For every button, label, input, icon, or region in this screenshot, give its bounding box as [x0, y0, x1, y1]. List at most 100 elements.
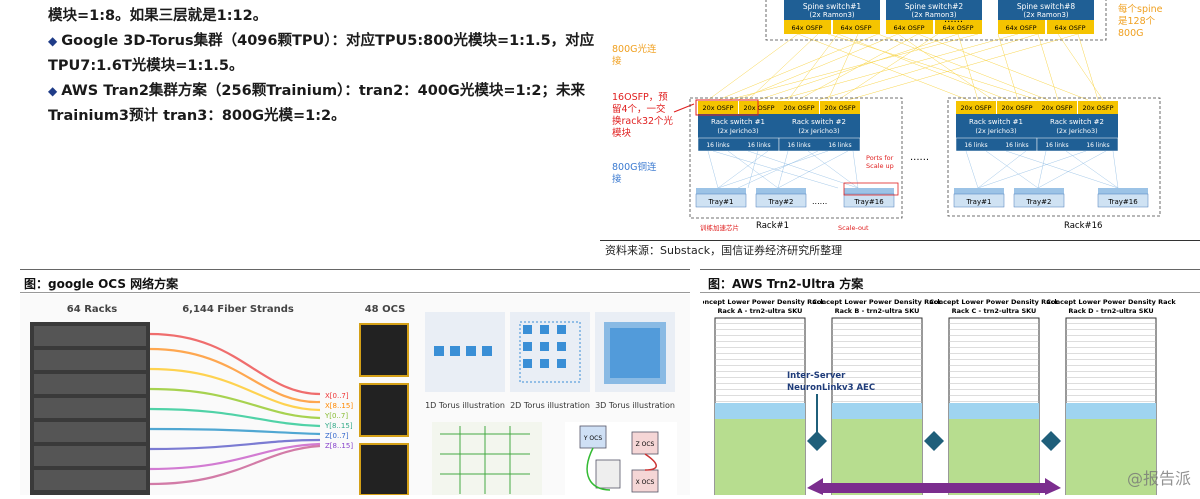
rack-switch-sub: (2x Jericho3): [717, 127, 758, 135]
tray-label: Tray#2: [1026, 198, 1052, 206]
spine-ports: 64x OSFP: [942, 24, 973, 32]
network-diagram: Spine switch#1 (2x Ramon3) 64x OSFP 64x …: [598, 0, 1200, 240]
rack-ports: 20x OSFP: [743, 104, 774, 112]
ocs-label-x: X OCS: [636, 479, 655, 486]
spine-name: Spine switch#2: [905, 2, 964, 11]
links-label: 16 links: [1005, 142, 1028, 149]
google-ocs-figure: 64 Racks 6,144 Fiber Strands 48 OCS X[0.…: [20, 294, 690, 496]
ellipsis: ......: [812, 197, 827, 206]
overlay-line1: Inter-Server: [787, 371, 846, 381]
spine-note-line3: 800G: [1118, 28, 1144, 39]
rack-name: Rack D - trn2-ultra SKU: [1068, 307, 1153, 315]
torus3-label: 3D Torus illustration: [595, 401, 675, 410]
rack-switch-name: Rack switch #1: [711, 118, 765, 126]
rack-ports: 20x OSFP: [960, 104, 991, 112]
bullet-item-google: ◆Google 3D-Torus集群（4096颗TPU）：对应TPU5:800光…: [48, 29, 595, 54]
links-label: 16 links: [747, 142, 770, 149]
optical-note-line1: 800G光连: [612, 43, 657, 55]
torus1-label: 1D Torus illustration: [425, 401, 505, 410]
rack-heading: Concept Lower Power Density Rack: [703, 298, 825, 306]
server-racks: [30, 322, 150, 495]
rack-switch-sub: (2x Jericho3): [798, 127, 839, 135]
divider: [600, 240, 1200, 241]
bullet-text: Google 3D-Torus集群（4096颗TPU）：对应TPU5:800光模…: [61, 33, 595, 49]
ocs-units: [359, 323, 409, 496]
osfp-note-line2: 留4个，一交: [612, 103, 666, 115]
links-label: 16 links: [706, 142, 729, 149]
bullet-text: AWS Tran2集群方案（256颗Trainium）：tran2：400G光模…: [61, 83, 585, 99]
rack-16-switch-1: 20x OSFP 20x OSFP Rack switch #1 (2x Jer…: [955, 101, 1038, 152]
rack-switch-sub: (2x Jericho3): [1056, 127, 1097, 135]
spine-ports: 64x OSFP: [1054, 24, 1085, 32]
torus-grid-illustration: [432, 422, 542, 495]
spine-sub: (2x Ramon3): [1023, 11, 1069, 19]
tray-2: Tray#2: [755, 188, 807, 208]
rack-16-switch-2: 20x OSFP 20x OSFP Rack switch #2 (2x Jer…: [1036, 101, 1119, 152]
ocs-label: 48 OCS: [365, 304, 406, 315]
bullet-item-aws: ◆AWS Tran2集群方案（256颗Trainium）：tran2：400G光…: [48, 79, 593, 104]
axis-label: X[8..15]: [325, 402, 353, 410]
rack-label-left: Rack#1: [756, 221, 789, 231]
axis-label: X[0..7]: [325, 392, 349, 400]
tray-label: Tray#1: [708, 198, 734, 206]
copper-note-line1: 800G铜连: [612, 161, 657, 173]
axis-label: Y[0..7]: [324, 412, 348, 420]
spine-sub: (2x Ramon3): [911, 11, 957, 19]
osfp-note-line4: 模块: [612, 127, 632, 139]
copper-links-rack16: [965, 150, 1119, 189]
scaleup-note-line1: Ports for: [866, 154, 894, 162]
axis-label: Z[8..15]: [325, 442, 353, 450]
bullet-item-aws-cont: Trainium3预计 tran3：800G光模=1:2。: [48, 108, 346, 124]
rack-heading: Concept Lower Power Density Rack: [1046, 298, 1176, 306]
osfp-note-line3: 换rack32个光: [612, 115, 674, 127]
torus-1d: [425, 312, 505, 392]
ocs-label-y: Y OCS: [583, 435, 602, 442]
spine-name: Spine switch#8: [1017, 2, 1076, 11]
ellipsis: ......: [944, 14, 963, 25]
links-label: 16 links: [828, 142, 851, 149]
rack-switch-name: Rack switch #2: [1050, 118, 1104, 126]
torus2-label: 2D Torus illustration: [510, 401, 590, 410]
rack-name: Rack A - trn2-ultra SKU: [718, 307, 803, 315]
tray-label: Tray#16: [853, 198, 884, 206]
figure-title-left: 图：google OCS 网络方案: [24, 277, 179, 291]
diamond-icon: ◆: [48, 34, 58, 48]
axis-label: Z[0..7]: [325, 432, 349, 440]
rack-switch-name: Rack switch #2: [792, 118, 846, 126]
rack-switch-1: 20x OSFP 20x OSFP Rack switch #1 (2x Jer…: [697, 101, 780, 152]
spine-ports: 64x OSFP: [893, 24, 924, 32]
bullet-continuation: 模块=1:8。如果三层就是1:12。: [48, 8, 268, 24]
divider: [20, 292, 690, 293]
bullet-text-block: 模块=1:8。如果三层就是1:12。 ◆Google 3D-Torus集群（40…: [48, 4, 595, 129]
torus-3d: [595, 312, 675, 392]
source-note: 资料来源：Substack，国信证券经济研究所整理: [605, 244, 843, 257]
divider: [700, 269, 1200, 270]
rack-16-tray-2: Tray#2: [1013, 188, 1065, 208]
network-diagram-svg: Spine switch#1 (2x Ramon3) 64x OSFP 64x …: [612, 0, 1163, 232]
links-label: 16 links: [964, 142, 987, 149]
diamond-icon: ◆: [48, 84, 58, 98]
racks-label: 64 Racks: [67, 304, 117, 315]
chip-note: 训练加速芯片: [700, 223, 739, 232]
rack-name: Rack C - trn2-ultra SKU: [952, 307, 1037, 315]
rack-ports: 20x OSFP: [1082, 104, 1113, 112]
divider: [20, 269, 690, 270]
optical-note-line2: 接: [612, 55, 622, 67]
rack-ports: 20x OSFP: [1041, 104, 1072, 112]
tray-label: Tray#16: [1107, 198, 1138, 206]
spine-ports: 64x OSFP: [791, 24, 822, 32]
spine-ports: 64x OSFP: [1005, 24, 1036, 32]
rack-16-tray-1: Tray#1: [953, 188, 1005, 208]
spine-switch-1: Spine switch#1 (2x Ramon3) 64x OSFP 64x …: [784, 0, 880, 34]
spine-sub: (2x Ramon3): [809, 11, 855, 19]
copper-links: [707, 150, 859, 189]
aws-trn2-svg: Concept Lower Power Density Rack Rack A …: [695, 298, 1191, 496]
tray-label: Tray#1: [966, 198, 992, 206]
purple-arrow: [807, 478, 1061, 495]
rack-ports: 20x OSFP: [702, 104, 733, 112]
watermark: @报告派: [1127, 469, 1191, 488]
overlay-line2: NeuronLinkv3 AEC: [787, 383, 875, 393]
scaleout-note: Scale-out: [838, 224, 869, 232]
spine-name: Spine switch#1: [803, 2, 862, 11]
scaleup-note-line2: Scale up: [866, 162, 894, 170]
